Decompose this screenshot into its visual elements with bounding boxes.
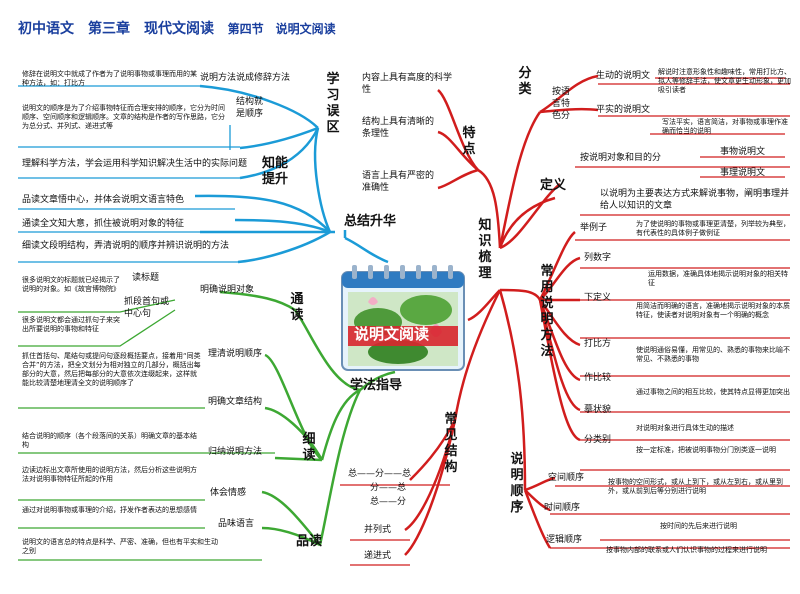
ability-item-2: 通读全文知大意，抓住被说明对象的特征	[22, 219, 185, 229]
definition-text: 以说明为主要表达方式来解说事物，阐明事理并给人以知识的文章	[600, 189, 790, 211]
method-connectors	[219, 290, 396, 547]
page-header: 初中语文 第三章 现代文阅读 第四节 说明文阅读	[18, 18, 336, 38]
order-desc: 抓住首括句、尾结句或提问句逐段概括要点，接着用“同类合并”的方法，把全文划分为相…	[22, 352, 201, 387]
knowledge-label: 知识梳理	[478, 218, 492, 281]
method-desc-0: 为了使说明的事物或事理更清楚，列举较为典型，有代表性的具体例子做例证	[636, 220, 790, 237]
order-name-0: 空间顺序	[548, 473, 585, 483]
error-label-0: 说明方法说成修辞方法	[200, 73, 291, 83]
order-desc-2: 按事物内部的联系或人们认识事物的过程来进行说明	[606, 546, 767, 554]
center-title: 说明文阅读	[354, 325, 430, 343]
tongdu-label: 通读	[290, 292, 304, 323]
plain-label: 平实的说明文	[596, 105, 651, 115]
method-name-1: 列数字	[584, 253, 612, 263]
ability-item-0: 理解科学方法，学会运用科学知识解决生活中的实际问题	[22, 159, 248, 169]
page-title: 初中语文 第三章 现代文阅读	[18, 21, 214, 37]
method-sum-desc-2: 边读边标出文章所使用的说明方法，然后分析这些说明方法对说明事物特征所起的作用	[22, 466, 197, 483]
order-label: 理清说明顺序	[208, 349, 263, 359]
feel-label: 体会情感	[210, 488, 247, 498]
feature-item-0: 内容上具有高度的科学性	[362, 73, 453, 95]
method-desc-3: 使说明通俗易懂，用常见的、熟悉的事物来比喻不常见、不熟悉的事物	[636, 346, 790, 363]
read-title-desc: 很多说明文的标题就已经揭示了说明的对象。如《故宫博物院》	[22, 276, 120, 293]
clear-object-label: 明确说明对象	[200, 285, 255, 295]
feature-item-1: 结构上具有清晰的条理性	[362, 117, 435, 139]
by-object-label: 按说明对象和目的分	[580, 153, 662, 163]
summary-label: 总结升华	[344, 214, 397, 229]
classification-label: 分类	[518, 66, 532, 97]
thing-label: 事物说明文	[720, 147, 766, 157]
center-sentence-desc: 很多说明文都会通过抓句子来突出所要说明的事物和特征	[22, 316, 120, 333]
structure-progressive: 递进式	[364, 551, 392, 561]
ability-label: 知能提升	[262, 156, 289, 187]
features-label: 特点	[462, 126, 476, 157]
vivid-label: 生动的说明文	[596, 71, 651, 81]
order-branch-label: 说明顺序	[510, 452, 524, 515]
ability-item-1: 品读文章悟中心，并体会说明文语言特色	[22, 195, 185, 205]
method-sum-desc: 结合说明的顺序（各个段落间的关系）明确文章的基本结构	[22, 432, 197, 449]
page-subtitle: 第四节 说明文阅读	[227, 22, 336, 36]
method-name-4: 作比较	[584, 373, 612, 383]
method-sum-label: 归纳说明方法	[208, 447, 263, 457]
order-desc-1: 按时间的先后来进行说明	[660, 522, 737, 530]
method-name-3: 打比方	[584, 339, 612, 349]
error-desc-0: 修辞在说明文中就成了作者为了说明事物或事理而用的某种方法，如：打比方	[22, 70, 197, 87]
read-title-label: 读标题	[132, 273, 160, 283]
language-label: 品味语言	[218, 519, 255, 529]
reason-label: 事理说明文	[720, 168, 766, 178]
structures-label: 常见结构	[444, 412, 458, 475]
definition-label: 定义	[540, 178, 567, 193]
method-desc-5: 对说明对象进行具体生动的描述	[636, 424, 734, 432]
method-name-5: 摹状貌	[584, 405, 612, 415]
method-desc-4: 通过事物之间的相互比较，使其特点显得更加突出	[636, 388, 790, 396]
methods-label: 常用说明方法	[540, 264, 554, 359]
knowledge-connectors	[404, 74, 599, 556]
structure-c: 总——分	[370, 497, 407, 507]
vivid-desc: 解说时注意形象性和趣味性，常用打比方、拟人等修辞手法，使文章更生动形象，更加吸引…	[658, 68, 791, 94]
center-sentence-label: 抓段首句或中心句	[124, 297, 170, 319]
ability-item-3: 细读文段明结构，弄清说明的顺序并辨识说明的方法	[22, 241, 230, 251]
structure-b: 分——总	[370, 483, 407, 493]
feature-item-2: 语言上具有严密的准确性	[362, 171, 435, 193]
method-name-6: 分类别	[584, 435, 612, 445]
xidu-label: 细读	[302, 432, 316, 463]
structure-a: 总——分——总	[348, 469, 412, 479]
order-desc-0: 按事物的空间形式，或从上到下，或从左到右，或从里到外，或从前到后等分别进行说明	[608, 478, 783, 495]
study-errors-label: 学习误区	[326, 72, 340, 135]
feel-desc: 通过对说明事物或事理的介绍，抒发作者表达的思想感情	[22, 506, 197, 514]
method-desc-1: 运用数据，准确具体地揭示说明对象的相关特征	[648, 270, 788, 287]
calendar-lotus-icon	[341, 265, 465, 371]
order-name-2: 逻辑顺序	[546, 535, 583, 545]
structure-parallel: 并列式	[364, 525, 392, 535]
method-name-2: 下定义	[584, 293, 612, 303]
order-name-1: 时间顺序	[544, 503, 581, 513]
language-desc: 说明文的语言总的特点是科学、严密、准确，但也有平实和生动之别	[22, 538, 218, 555]
by-language-label: 按语言特色分	[552, 87, 571, 121]
error-label-1: 结构就是顺序	[236, 97, 264, 119]
method-desc-6: 按一定标准，把被说明事物分门别类逐一说明	[636, 446, 776, 454]
plain-desc: 写法平实，语言简洁，对事物或事理作准确而恰当的说明	[662, 118, 788, 135]
method-desc-2: 用简洁而明确的语言，准确地揭示说明对象的本质特征，使读者对说明对象有一个明确的概…	[636, 302, 790, 319]
center-topic: 说明文阅读	[338, 262, 468, 374]
structure-label: 明确文章结构	[208, 397, 263, 407]
error-desc-1: 说明文的顺序是为了介绍事物特征而合理安排的顺序，它分为时间顺序、空间顺序和逻辑顺…	[22, 104, 225, 130]
method-name-0: 举例子	[580, 223, 608, 233]
pindu-label: 品读	[296, 534, 323, 549]
method-label: 学法指导	[350, 378, 403, 393]
